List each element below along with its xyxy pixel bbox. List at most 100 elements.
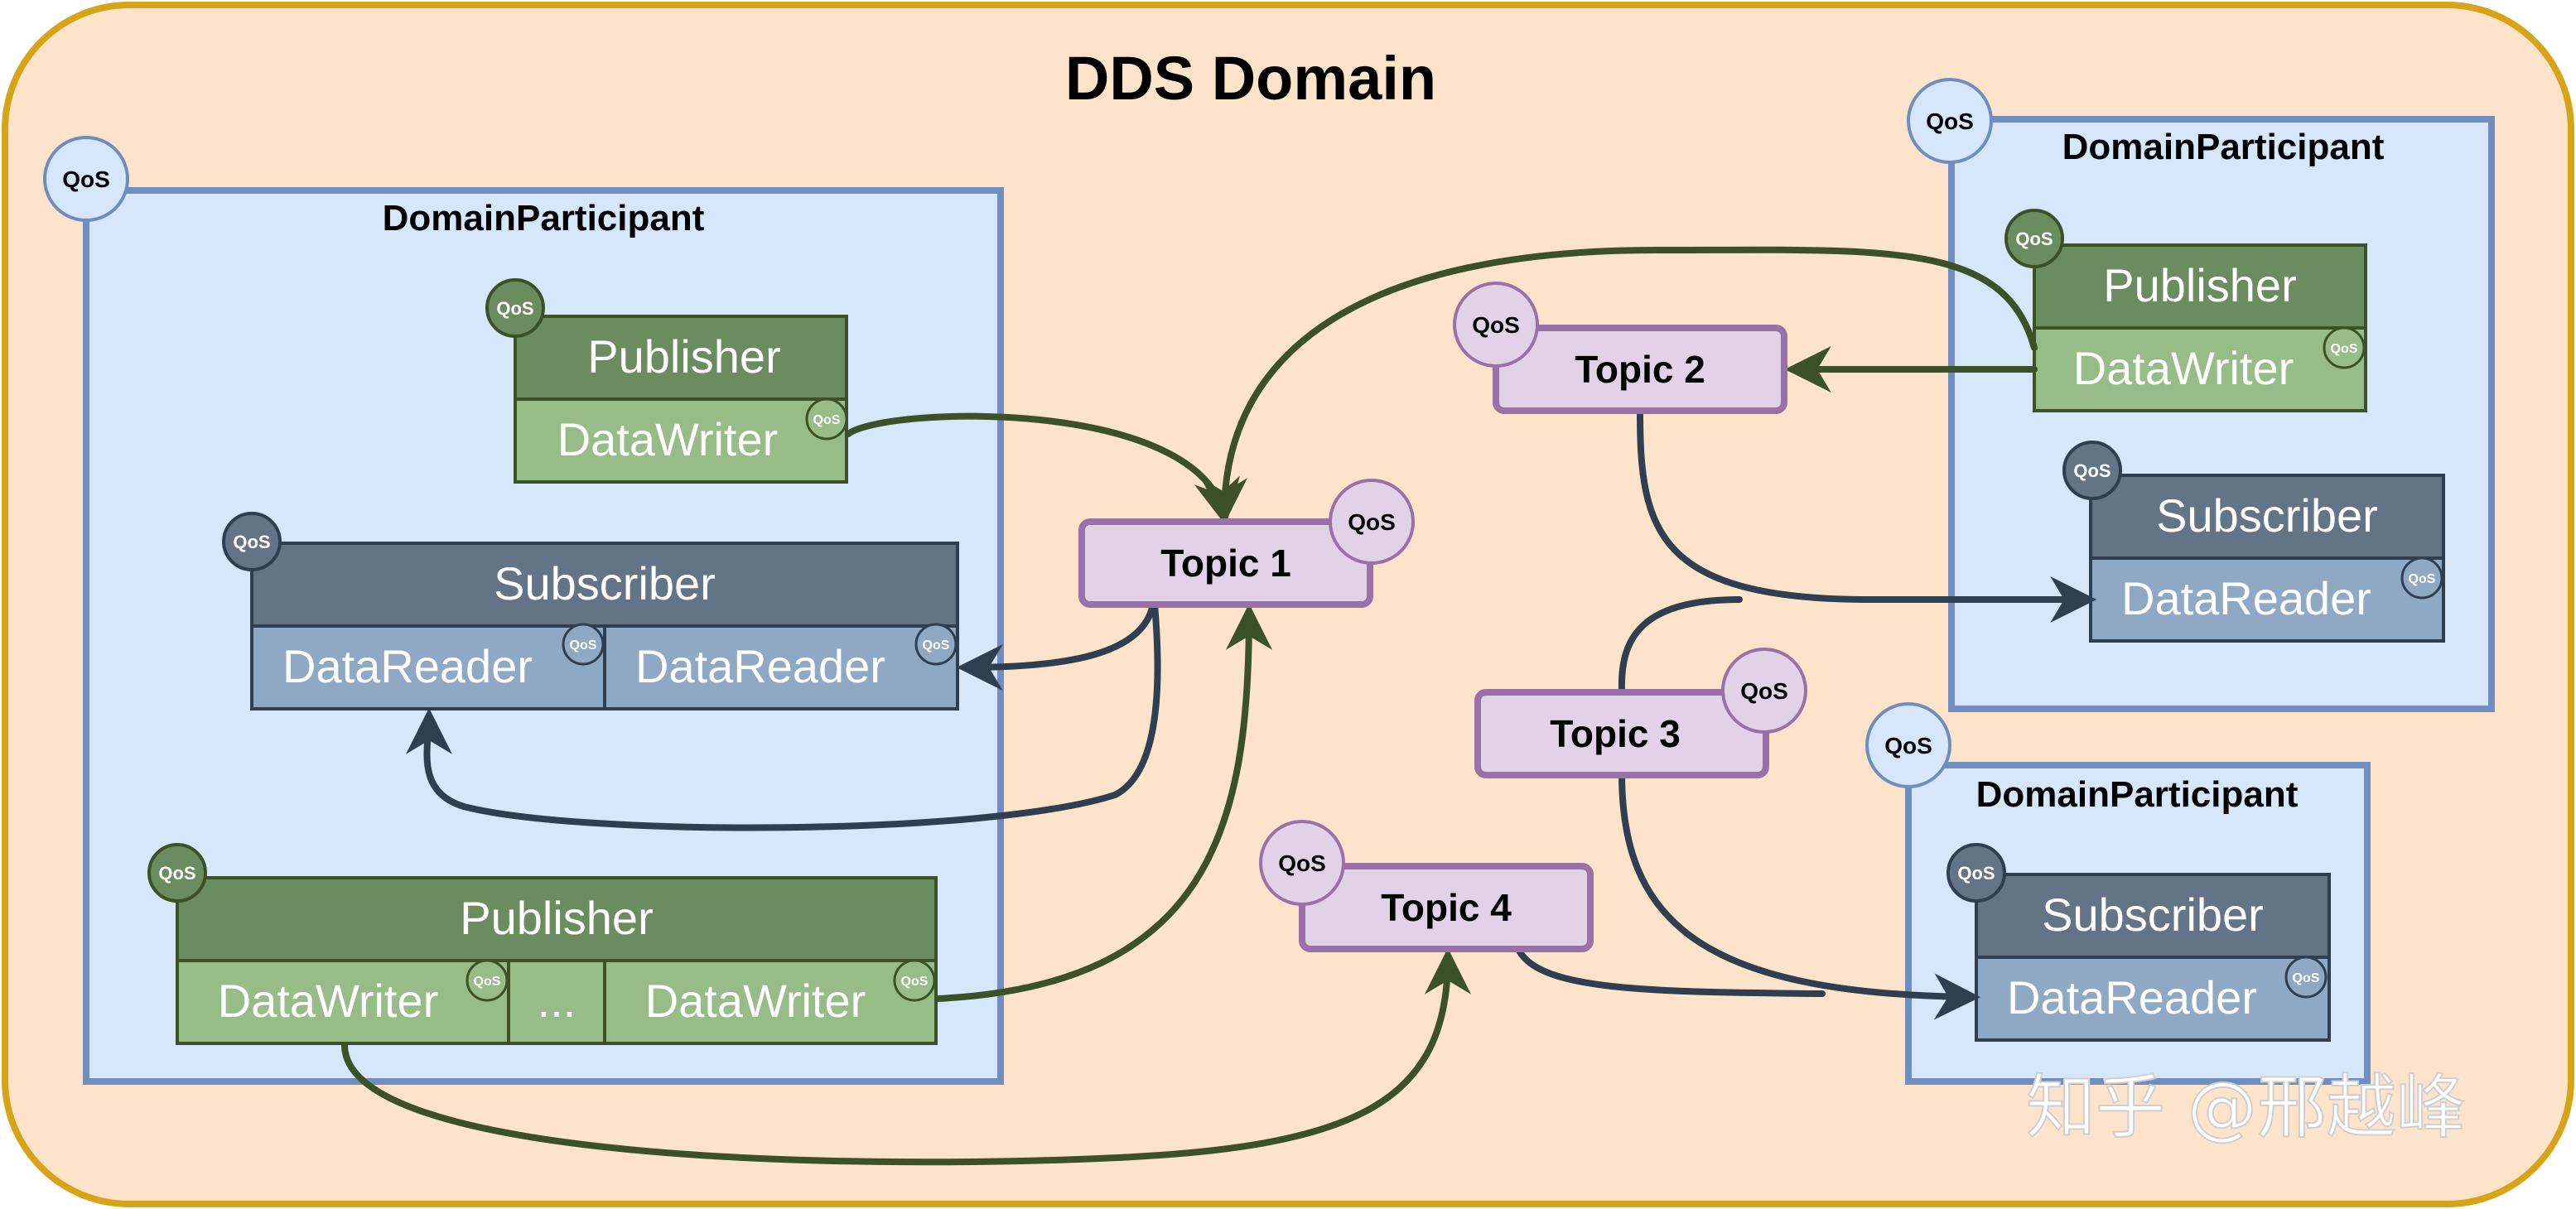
qos-badge-label: QoS bbox=[158, 863, 195, 884]
topic-2: Topic 2 QoS bbox=[1453, 282, 1787, 414]
datareader-1a-label: DataReader bbox=[282, 640, 533, 692]
datawriter-2-label: DataWriter bbox=[2073, 342, 2294, 394]
topic-4-label: Topic 4 bbox=[1381, 886, 1512, 929]
datawriter-2-cell bbox=[2033, 326, 2367, 412]
qos-badge-circle bbox=[1721, 648, 1807, 734]
qos-badge-circle bbox=[43, 136, 129, 222]
domain-participant-2: DomainParticipant QoS Publisher DataWrit… bbox=[1907, 78, 2495, 712]
datawriter-ellipsis-label: ... bbox=[538, 975, 576, 1027]
qos-badge-label: QoS bbox=[233, 532, 270, 552]
publisher-1b-label: Publisher bbox=[460, 892, 653, 944]
datareader-1a-cell bbox=[250, 624, 606, 710]
publisher-2: Publisher DataWriter QoS QoS bbox=[2004, 209, 2367, 412]
qos-badge-label: QoS bbox=[474, 975, 501, 989]
subscriber-3-label: Subscriber bbox=[2042, 889, 2264, 941]
link-topic-3-to-datareader-3 bbox=[1618, 770, 1981, 1020]
subscriber-1-header bbox=[250, 542, 959, 628]
participant-2-title: DomainParticipant bbox=[2062, 127, 2385, 167]
publisher-1b: Publisher DataWriter ... DataWriter QoS … bbox=[147, 843, 938, 1045]
subscriber-2-header bbox=[2089, 474, 2445, 560]
link-topic-4-to-datareader-3 bbox=[1516, 947, 1826, 997]
subscriber-2: Subscriber DataReader QoS QoS bbox=[2062, 441, 2445, 643]
topic-1-qos-badge: QoS bbox=[1329, 479, 1415, 565]
publisher-1a-header bbox=[514, 315, 848, 401]
topic-4-box bbox=[1299, 863, 1594, 952]
connectors bbox=[341, 246, 2097, 1166]
qos-badge-label: QoS bbox=[2331, 342, 2358, 356]
topic-3: Topic 3 QoS bbox=[1474, 648, 1807, 778]
link-datawriter-1a-to-topic-1 bbox=[845, 412, 1240, 526]
qos-badge-circle bbox=[1259, 820, 1345, 906]
participant-3-qos-badge: QoS bbox=[1865, 702, 1951, 788]
qos-badge-label: QoS bbox=[901, 975, 929, 989]
datawriter-1b-label: DataWriter bbox=[218, 975, 439, 1027]
qos-badge-circle bbox=[914, 623, 958, 666]
qos-badge-circle bbox=[466, 959, 509, 1002]
qos-badge-circle bbox=[1946, 843, 2006, 903]
datawriter-1a-qos-badge: QoS bbox=[805, 397, 848, 441]
datawriter-1b-cell bbox=[176, 959, 510, 1045]
datareader-1b-qos-badge: QoS bbox=[914, 623, 958, 666]
publisher-1a-label: Publisher bbox=[587, 330, 780, 383]
qos-badge-circle bbox=[2062, 441, 2122, 500]
topic-1: Topic 1 QoS bbox=[1078, 479, 1415, 608]
qos-badge-label: QoS bbox=[923, 638, 950, 653]
subscriber-3: Subscriber DataReader QoS QoS bbox=[1946, 843, 2331, 1042]
link-datawriter-1b-to-topic-4 bbox=[341, 947, 1471, 1166]
publisher-2-header bbox=[2033, 243, 2367, 330]
link-topic-2-to-datareader-2 bbox=[1637, 409, 2097, 623]
subscriber-2-qos-badge: QoS bbox=[2062, 441, 2122, 500]
qos-badge-label: QoS bbox=[496, 298, 533, 319]
link-topic-1-to-datareader-1a bbox=[405, 601, 1161, 831]
publisher-1a-qos-badge: QoS bbox=[485, 278, 545, 338]
subscriber-1: Subscriber DataReader DataReader QoS QoS… bbox=[222, 512, 959, 710]
datawriter-1c-label: DataWriter bbox=[645, 975, 866, 1027]
publisher-2-label: Publisher bbox=[2103, 259, 2296, 311]
qos-badge-circle bbox=[1865, 702, 1951, 788]
participant-1-qos-badge: QoS bbox=[43, 136, 129, 222]
qos-badge-label: QoS bbox=[62, 166, 110, 192]
datareader-1a-qos-badge: QoS bbox=[562, 623, 605, 666]
topic-2-qos-badge: QoS bbox=[1453, 282, 1539, 368]
qos-badge-circle bbox=[893, 959, 936, 1002]
link-datawriter-2-to-topic-1 bbox=[1201, 246, 2038, 525]
subscriber-3-qos-badge: QoS bbox=[1946, 843, 2006, 903]
qos-badge-circle bbox=[2400, 556, 2443, 600]
datawriter-1c-qos-badge: QoS bbox=[893, 959, 936, 1002]
qos-badge-circle bbox=[2323, 326, 2366, 369]
qos-badge-label: QoS bbox=[1740, 678, 1788, 704]
datareader-1b-cell bbox=[603, 624, 959, 710]
publisher-2-qos-badge: QoS bbox=[2004, 209, 2064, 268]
qos-badge-label: QoS bbox=[570, 638, 597, 653]
qos-badge-label: QoS bbox=[1884, 733, 1932, 759]
topic-3-qos-badge: QoS bbox=[1721, 648, 1807, 734]
participant-2-qos-badge: QoS bbox=[1907, 78, 1993, 164]
topic-2-label: Topic 2 bbox=[1575, 348, 1705, 391]
datareader-1b-label: DataReader bbox=[635, 640, 885, 692]
qos-badge-circle bbox=[147, 843, 207, 903]
subscriber-1-label: Subscriber bbox=[494, 557, 716, 609]
qos-badge-label: QoS bbox=[1348, 509, 1396, 535]
qos-badge-label: QoS bbox=[2293, 971, 2320, 985]
topic-3-label: Topic 3 bbox=[1550, 712, 1681, 755]
qos-badge-circle bbox=[1907, 78, 1993, 164]
qos-badge-circle bbox=[222, 512, 282, 571]
datawriter-1a-label: DataWriter bbox=[557, 413, 779, 465]
participant-3-title: DomainParticipant bbox=[1976, 774, 2299, 815]
publisher-1b-qos-badge: QoS bbox=[147, 843, 207, 903]
qos-badge-circle bbox=[805, 397, 848, 441]
datareader-3-label: DataReader bbox=[2007, 971, 2257, 1024]
dds-domain-title: DDS Domain bbox=[1065, 44, 1436, 113]
datareader-2-label: DataReader bbox=[2121, 572, 2371, 624]
qos-badge-label: QoS bbox=[2073, 460, 2110, 481]
publisher-1b-header bbox=[176, 876, 938, 962]
qos-badge-circle bbox=[1453, 282, 1539, 368]
qos-badge-label: QoS bbox=[813, 413, 841, 427]
qos-badge-label: QoS bbox=[1472, 312, 1520, 338]
datareader-2-qos-badge: QoS bbox=[2400, 556, 2443, 600]
qos-badge-circle bbox=[1329, 479, 1415, 565]
qos-badge-label: QoS bbox=[1957, 863, 1995, 884]
link-topic-1-to-datareader-1b bbox=[956, 601, 1156, 691]
